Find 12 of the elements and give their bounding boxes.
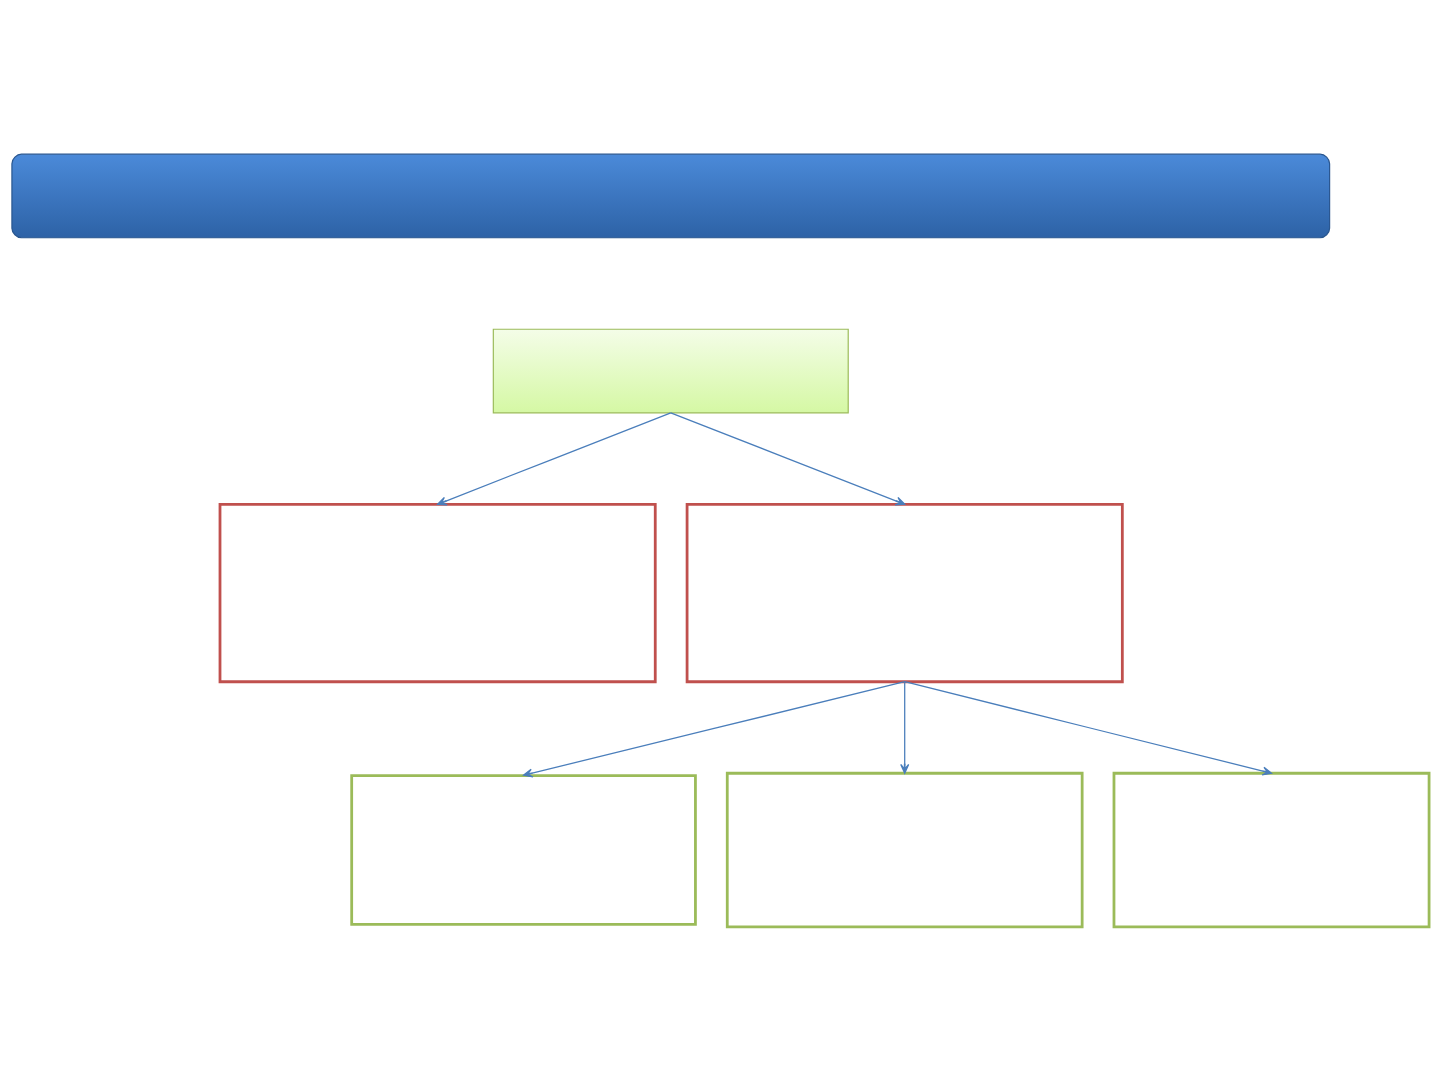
arrow: [522, 681, 906, 778]
node-bar: [11, 153, 1331, 239]
node-box: [685, 502, 1124, 684]
arrow: [904, 681, 1273, 776]
node-box: [492, 328, 849, 414]
node-box: [218, 502, 657, 684]
node-box: [1112, 771, 1431, 929]
arrow: [900, 681, 910, 774]
node-box: [350, 774, 697, 926]
node-box: [725, 771, 1084, 929]
arrow: [437, 412, 672, 506]
arrow: [670, 412, 906, 506]
